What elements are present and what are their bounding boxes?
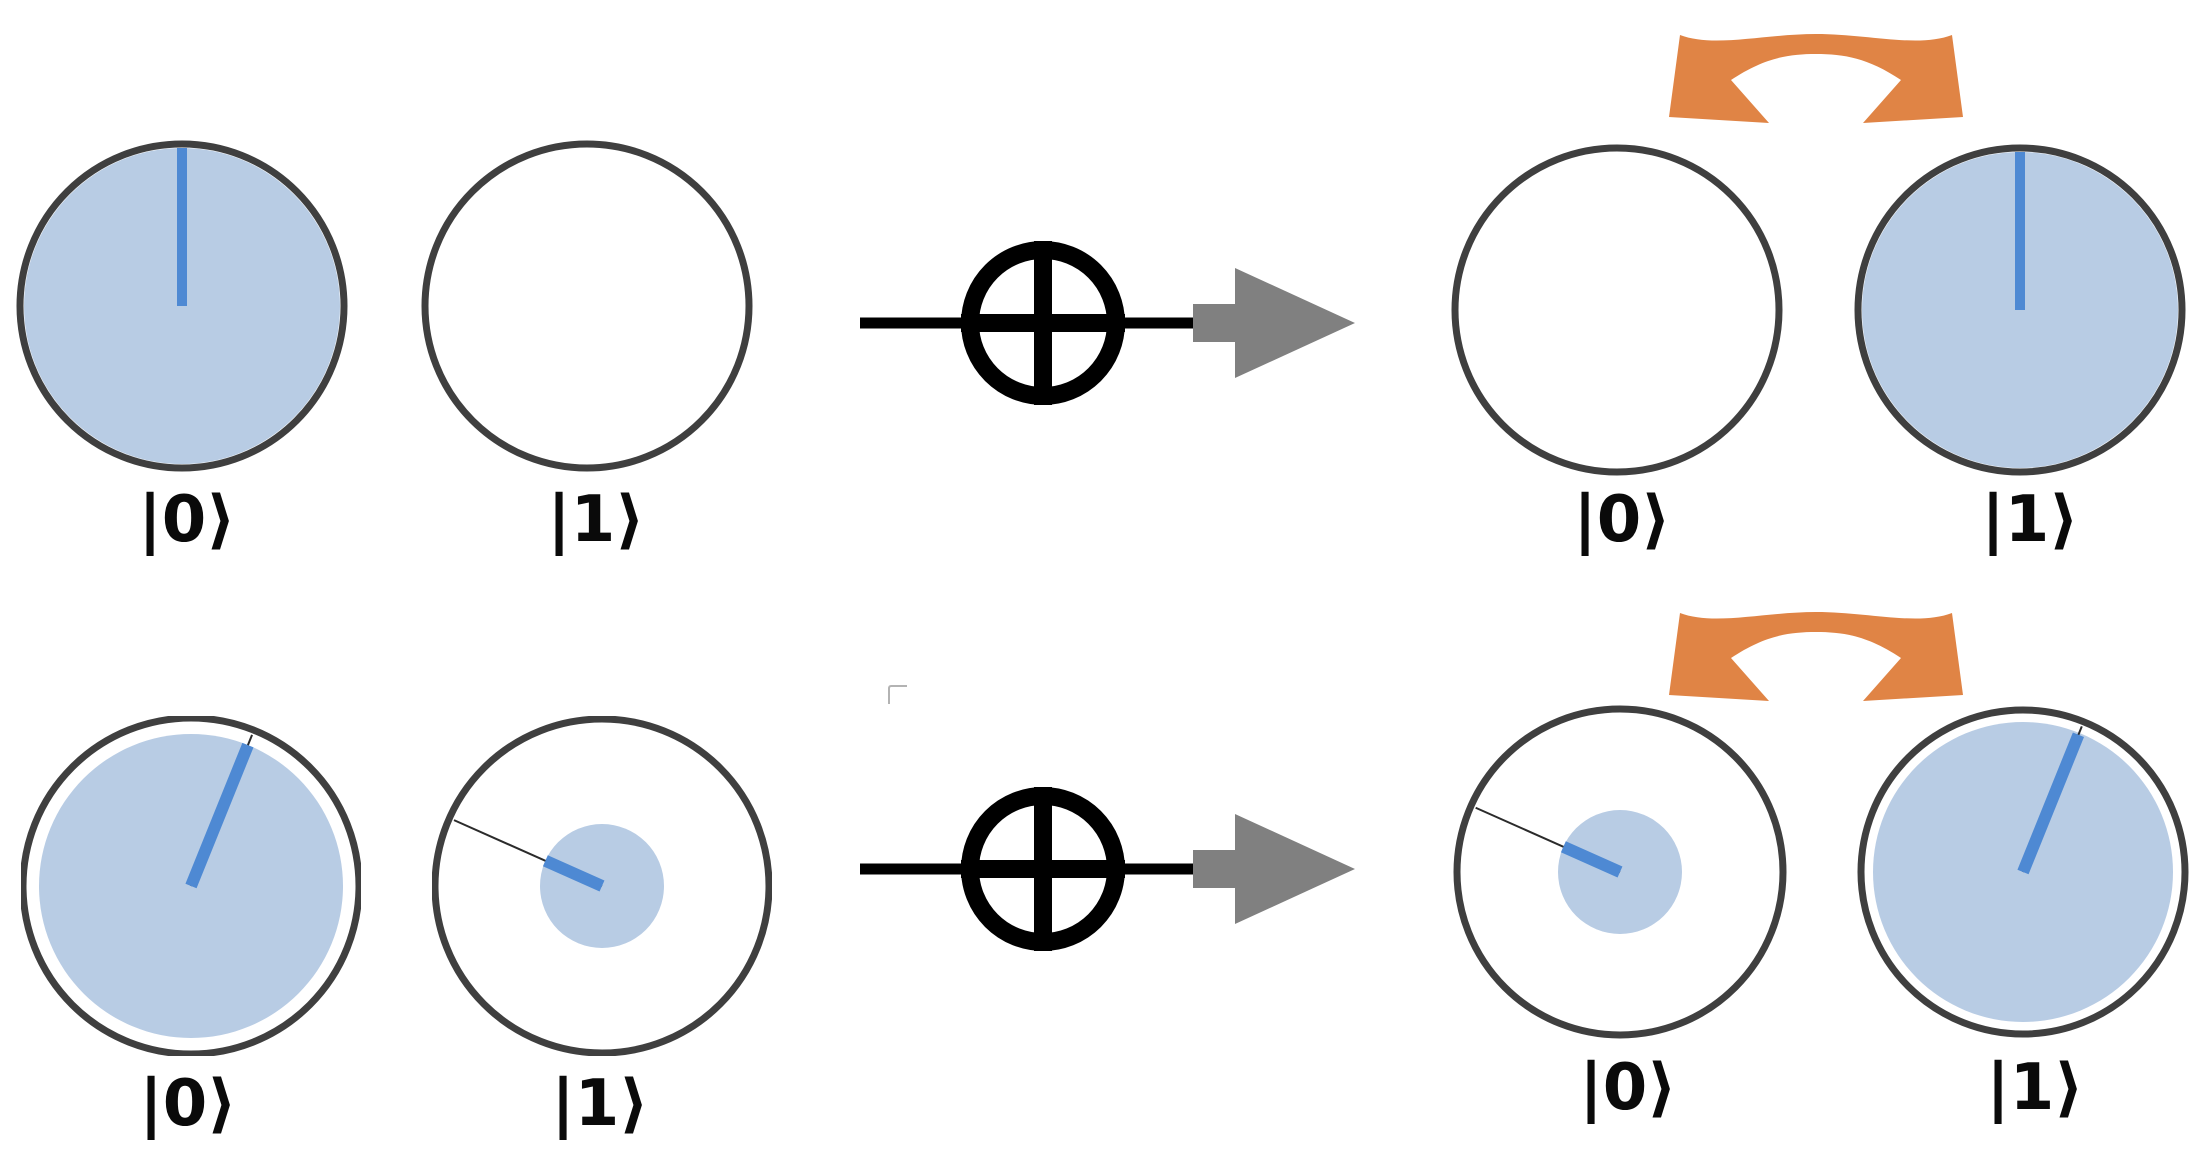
state-outline-circle: [16, 140, 348, 472]
swap-arrow-icon-row2: [1668, 610, 1964, 702]
phase-indicator-line: [2017, 732, 2085, 875]
state-circle-row2-output-ket0: [1450, 702, 1790, 1042]
state-circle-row2-input-ket1: [432, 716, 772, 1056]
result-arrow-tail: [1193, 850, 1235, 888]
state-outline-circle: [1854, 144, 2186, 476]
ket-label-row2-output-1: |1⟩: [1986, 1051, 2084, 1125]
ket-label-row2-output-0: |0⟩: [1579, 1051, 1677, 1125]
ket-label-row1-output-1: |1⟩: [1981, 483, 2079, 557]
state-outline-circle: [1857, 706, 2189, 1038]
state-circle-row1-input-ket1: [417, 136, 757, 476]
state-circle-row2-input-ket0: [21, 716, 361, 1056]
ket-label-row2-input-0: |0⟩: [139, 1067, 237, 1141]
state-circle-row1-output-ket0: [1447, 140, 1787, 480]
state-outline-circle: [432, 716, 772, 1056]
ket-label-row1-input-1: |1⟩: [547, 483, 645, 557]
state-outline-circle: [1453, 705, 1787, 1039]
result-arrow-tail: [1193, 304, 1235, 342]
state-circle-row2-output-ket1: [1853, 702, 2193, 1042]
ket-label-row1-input-0: |0⟩: [138, 483, 236, 557]
state-outline-circle: [21, 716, 361, 1056]
xor-gate-row1: [858, 238, 1358, 408]
swap-arrow-shape: [1669, 34, 1963, 123]
xor-gate-row2: [858, 784, 1358, 954]
swap-arrow-icon-row1: [1668, 32, 1964, 124]
phase-indicator-line: [542, 855, 605, 892]
result-arrow-head: [1235, 814, 1355, 924]
phase-indicator-line: [185, 742, 254, 889]
ket-label-row2-input-1: |1⟩: [551, 1067, 649, 1141]
state-circle-row1-input-ket0: [12, 136, 352, 476]
ket-label-row1-output-0: |0⟩: [1573, 483, 1671, 557]
swap-arrow-shape: [1669, 612, 1963, 701]
result-arrow-head: [1235, 268, 1355, 378]
phase-indicator-line: [1560, 841, 1623, 878]
state-circle-row1-output-ket1: [1850, 140, 2190, 480]
stray-corner-mark: [888, 685, 907, 704]
state-outline-circle: [1451, 144, 1783, 476]
state-outline-circle: [421, 140, 753, 472]
